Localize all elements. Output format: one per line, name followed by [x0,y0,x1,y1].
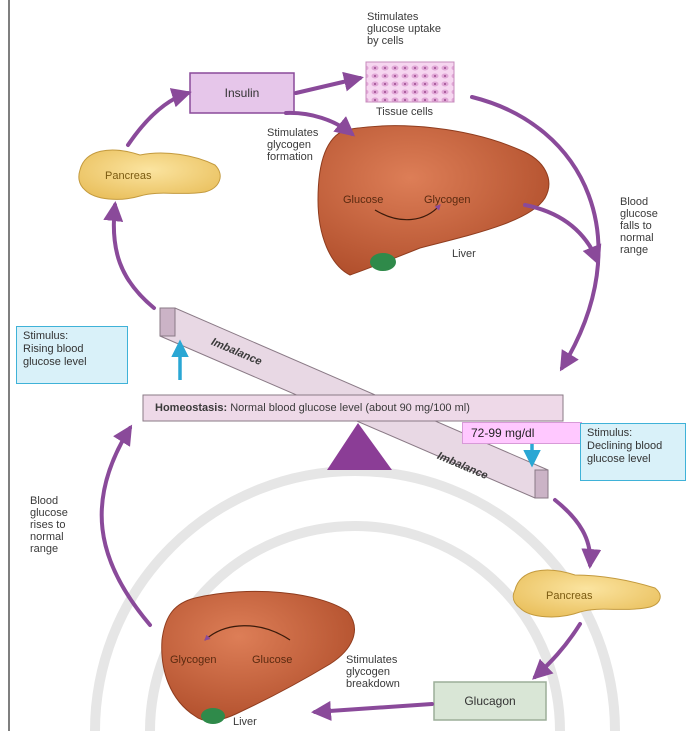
falls-text: Blood glucose falls to normal range [620,196,658,256]
liver-bottom-label: Liver [233,716,257,728]
gallbladder-top [370,253,396,271]
insulin-label: Insulin [190,73,294,113]
liver-bottom-glycogen: Glycogen [170,654,216,666]
liver-bottom-glucose: Glucose [252,654,292,666]
gallbladder-bottom [201,708,225,724]
homeostasis-label: Homeostasis: Normal blood glucose level … [155,402,470,414]
stimulus-rising-box: Stimulus: Rising blood glucose level [16,326,128,384]
glucagon-label: Glucagon [434,682,546,720]
glycogen-formation-text: Stimulates glycogen formation [267,127,318,163]
pancreas-top-label: Pancreas [105,170,151,182]
breakdown-text: Stimulates glycogen breakdown [346,654,400,690]
stimulus-declining-box: Stimulus: Declining blood glucose level [580,423,686,481]
tissue-cells [366,62,454,102]
liver-top-glucose: Glucose [343,194,383,206]
tissue-cells-label: Tissue cells [376,106,433,118]
liver-top-glycogen: Glycogen [424,194,470,206]
range-note: 72-99 mg/dl [462,422,582,444]
pancreas-bottom-label: Pancreas [546,590,592,602]
rises-text: Blood glucose rises to normal range [30,495,68,555]
uptake-text: Stimulates glucose uptake by cells [367,11,441,47]
liver-top-label: Liver [452,248,476,260]
